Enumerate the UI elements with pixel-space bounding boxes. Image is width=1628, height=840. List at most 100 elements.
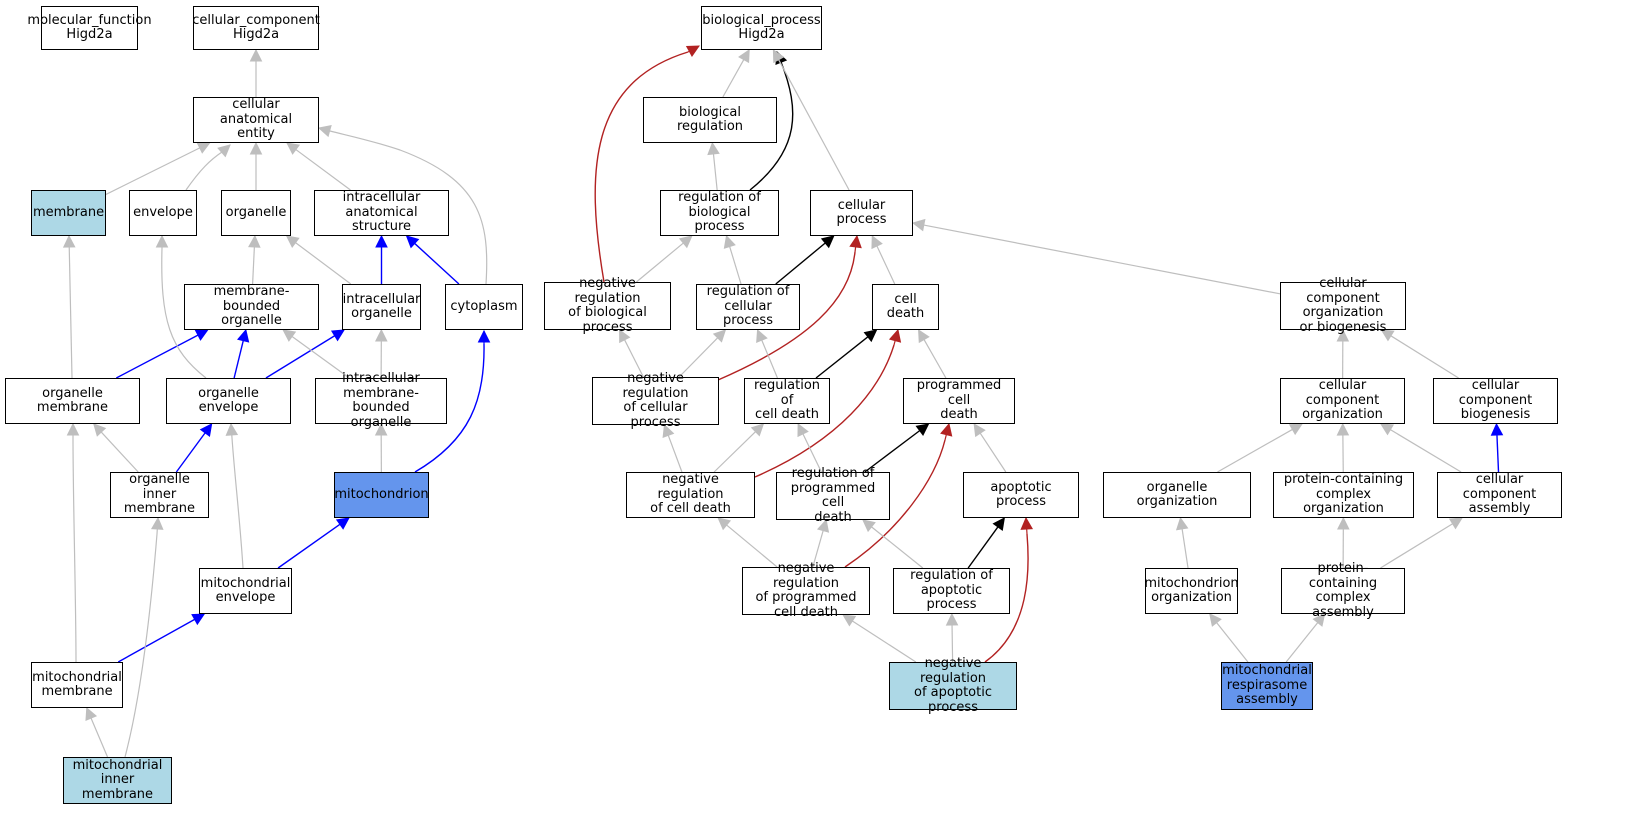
edge-organelle-membrane-to-membrane (62, 234, 76, 379)
node-protein-containing-complex-organization[interactable]: protein-containing complex organization (1273, 472, 1414, 518)
edge-organelle-envelope-to-envelope (155, 234, 207, 379)
node-cell-death[interactable]: cell death (872, 284, 939, 330)
edge-programmed-cell-death-to-cell-death-arrowhead (918, 329, 930, 344)
node-mitochondrion-organization[interactable]: mitochondrion organization (1144, 568, 1239, 614)
edge-regulation-of-programmed-cell-death-to-programmed-cell-death-line (864, 430, 921, 473)
edge-negative-regulation-of-cell-death-to-cell-death-arrowhead (888, 328, 902, 343)
node-regulation-of-cell-death[interactable]: regulation of cell death (744, 378, 830, 424)
node-cytoplasm[interactable]: cytoplasm (445, 284, 523, 330)
edge-intracellular-organelle-to-intracellular-anatomical-structure-arrowhead (375, 234, 388, 248)
node-membrane[interactable]: membrane (31, 190, 106, 236)
edge-regulation-of-programmed-cell-death-to-regulation-of-cell-death-arrowhead (797, 422, 809, 438)
node-negative-regulation-of-programmed-cell-death[interactable]: negative regulation of programmed cell d… (742, 561, 870, 619)
edge-intracellular-anatomical-structure-to-cellular-anatomical-entity-line (295, 149, 351, 191)
edge-negative-regulation-of-programmed-cell-death-to-negative-regulation-of-cell-death (717, 517, 778, 568)
node-cellular-component-organization-or-biogenesis[interactable]: cellular component organization or bioge… (1280, 276, 1406, 334)
edge-intracellular-anatomical-structure-to-cellular-anatomical-entity (286, 142, 351, 191)
node-negative-regulation-of-cellular-process[interactable]: negative regulation of cellular process (592, 371, 719, 429)
node-regulation-of-biological-process[interactable]: regulation of biological process (660, 190, 779, 236)
node-regulation-of-programmed-cell-death[interactable]: regulation of programmed cell death (776, 466, 890, 524)
edge-mitochondrial-inner-membrane-to-mitochondrial-membrane-line (90, 717, 109, 758)
edge-cellular-anatomical-entity-to-cellular-component-arrowhead (249, 48, 263, 62)
edge-mitochondrial-membrane-to-organelle-membrane (66, 422, 80, 663)
node-organelle-envelope[interactable]: organelle envelope (166, 378, 291, 424)
node-cellular-component[interactable]: cellular_component Higd2a (192, 6, 320, 50)
node-regulation-of-cellular-process[interactable]: regulation of cellular process (696, 284, 800, 330)
node-intracellular-anatomical-structure[interactable]: intracellular anatomical structure (314, 190, 449, 236)
node-mitochondrial-respirasome-assembly[interactable]: mitochondrial respirasome assembly (1221, 662, 1313, 710)
node-apoptotic-process[interactable]: apoptotic process (963, 472, 1079, 518)
node-programmed-cell-death[interactable]: programmed cell death (903, 378, 1015, 424)
node-organelle[interactable]: organelle (221, 190, 291, 236)
edge-negative-regulation-of-apoptotic-process-to-negative-regulation-of-programmed-cell-death-line (852, 620, 917, 663)
edge-regulation-of-cellular-process-to-cellular-process (775, 235, 835, 285)
node-cellular-component-biogenesis[interactable]: cellular component biogenesis (1433, 378, 1558, 424)
edge-regulation-of-cellular-process-to-regulation-of-biological-process (723, 234, 742, 285)
edge-apoptotic-process-to-programmed-cell-death-arrowhead (973, 423, 986, 438)
edge-mitochondrial-inner-membrane-to-mitochondrial-membrane-arrowhead (85, 706, 98, 722)
edge-mitochondrial-respirasome-assembly-to-mitochondrion-organization-arrowhead (1209, 613, 1222, 627)
edge-negative-regulation-of-programmed-cell-death-to-regulation-of-programmed-cell-death-line (812, 530, 824, 568)
node-intracellular-organelle[interactable]: intracellular organelle (342, 284, 421, 330)
edge-negative-regulation-of-programmed-cell-death-to-programmed-cell-death-line (844, 439, 946, 568)
edge-regulation-of-biological-process-to-biological-regulation-arrowhead (707, 141, 720, 156)
node-cellular-process[interactable]: cellular process (810, 190, 913, 236)
edge-cellular-component-organization-to-cellular-component-organization-or-biogenesis (1336, 328, 1350, 379)
edge-negative-regulation-of-cell-death-to-cell-death (754, 328, 902, 478)
edge-cytoplasm-to-intracellular-anatomical-structure (405, 235, 460, 285)
edge-negative-regulation-of-programmed-cell-death-to-regulation-of-programmed-cell-death (812, 518, 830, 568)
edge-cellular-component-assembly-to-cellular-component-biogenesis-arrowhead (1490, 422, 1504, 436)
edge-negative-regulation-of-cellular-process-to-cellular-process (717, 234, 862, 381)
edge-regulation-of-programmed-cell-death-to-regulation-of-cell-death (797, 422, 822, 473)
edge-regulation-of-programmed-cell-death-to-programmed-cell-death (864, 423, 930, 473)
node-intracellular-membrane-bounded-organelle[interactable]: intracellular membrane-bounded organelle (315, 371, 447, 429)
edge-negative-regulation-of-apoptotic-process-to-negative-regulation-of-programmed-cell-death-arrowhead (842, 614, 857, 627)
node-molecular-function[interactable]: molecular_function Higd2a (27, 6, 152, 50)
edge-negative-regulation-of-apoptotic-process-to-regulation-of-apoptotic-process-line (951, 624, 954, 663)
edge-protein-containing-complex-assembly-to-cellular-component-assembly (1380, 517, 1463, 569)
node-biological-regulation[interactable]: biological regulation (643, 97, 777, 143)
edge-regulation-of-apoptotic-process-to-regulation-of-programmed-cell-death (862, 519, 924, 569)
edge-cellular-component-assembly-to-cellular-component-biogenesis (1490, 422, 1504, 473)
edge-negative-regulation-of-cellular-process-to-negative-regulation-of-biological-process (619, 329, 644, 378)
node-cellular-anatomical-entity[interactable]: cellular anatomical entity (193, 97, 319, 143)
edge-organelle-envelope-to-envelope-line (161, 247, 207, 379)
node-cellular-component-assembly[interactable]: cellular component assembly (1437, 472, 1562, 518)
edge-negative-regulation-of-biological-process-to-biological-process-line (594, 51, 689, 283)
node-mitochondrial-envelope[interactable]: mitochondrial envelope (199, 568, 292, 614)
edge-negative-regulation-of-cellular-process-to-negative-regulation-of-biological-process-arrowhead (619, 329, 631, 344)
edge-biological-regulation-to-biological-process (722, 49, 750, 98)
edge-regulation-of-programmed-cell-death-to-regulation-of-cell-death-line (802, 433, 822, 473)
edge-cellular-component-assembly-to-cellular-component-organization-arrowhead (1379, 423, 1395, 436)
node-cellular-component-organization[interactable]: cellular component organization (1280, 378, 1405, 424)
node-negative-regulation-of-cell-death[interactable]: negative regulation of cell death (626, 472, 755, 518)
edge-programmed-cell-death-to-cell-death-line (923, 339, 947, 379)
node-organelle-organization[interactable]: organelle organization (1103, 472, 1251, 518)
edge-negative-regulation-of-cell-death-to-negative-regulation-of-cellular-process-line (667, 435, 683, 473)
node-organelle-inner-membrane[interactable]: organelle inner membrane (110, 472, 209, 518)
edge-regulation-of-cell-death-to-cell-death-line (815, 336, 869, 379)
edge-regulation-of-biological-process-to-biological-regulation-line (712, 153, 718, 191)
node-mitochondrial-inner-membrane[interactable]: mitochondrial inner membrane (63, 757, 172, 804)
edge-cellular-component-biogenesis-to-cellular-component-organization-or-biogenesis-arrowhead (1380, 329, 1395, 342)
edge-negative-regulation-of-cellular-process-to-cellular-process-line (717, 251, 856, 381)
edge-negative-regulation-of-apoptotic-process-to-regulation-of-apoptotic-process (945, 612, 959, 663)
node-mitochondrion[interactable]: mitochondrion (334, 472, 429, 518)
node-regulation-of-apoptotic-process[interactable]: regulation of apoptotic process (893, 568, 1010, 614)
node-negative-regulation-of-apoptotic-process[interactable]: negative regulation of apoptotic process (889, 656, 1017, 714)
node-envelope[interactable]: envelope (129, 190, 197, 236)
edge-cytoplasm-to-cellular-anatomical-entity-line (329, 130, 488, 285)
node-biological-process[interactable]: biological_process Higd2a (701, 6, 822, 50)
edge-regulation-of-cellular-process-to-regulation-of-biological-process-arrowhead (723, 234, 736, 249)
edge-organelle-inner-membrane-to-organelle-envelope (175, 423, 213, 473)
node-protein-containing-complex-assembly[interactable]: protein-containing complex assembly (1281, 561, 1405, 619)
edge-regulation-of-programmed-cell-death-to-programmed-cell-death-arrowhead (915, 423, 930, 436)
node-membrane-bounded-organelle[interactable]: membrane-bounded organelle (184, 284, 319, 330)
node-negative-regulation-of-biological-process[interactable]: negative regulation of biological proces… (544, 276, 671, 334)
edge-regulation-of-cell-death-to-cell-death-arrowhead (863, 329, 878, 343)
node-mitochondrial-membrane[interactable]: mitochondrial membrane (31, 662, 123, 708)
edge-mitochondrion-organization-to-organelle-organization-arrowhead (1175, 516, 1189, 531)
edge-organelle-membrane-to-membrane-bounded-organelle-line (115, 334, 199, 379)
edge-protein-containing-complex-organization-to-cellular-component-organization (1336, 422, 1350, 473)
node-organelle-membrane[interactable]: organelle membrane (5, 378, 140, 424)
